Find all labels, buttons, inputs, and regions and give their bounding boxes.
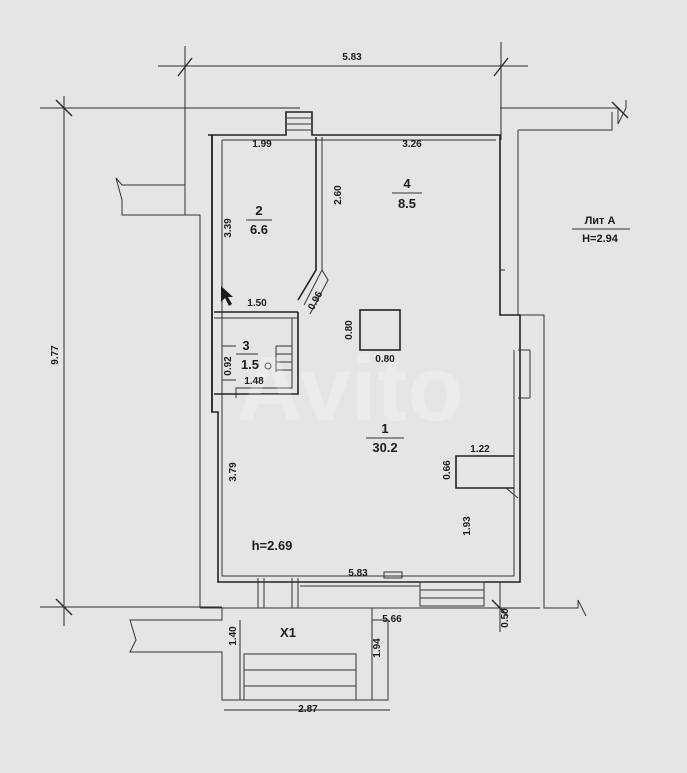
break-line bbox=[500, 100, 627, 125]
room2-area: 6.6 bbox=[250, 222, 268, 237]
dim-pillar-width: 0.80 bbox=[375, 354, 395, 365]
dim-porch-left: 1.40 bbox=[228, 626, 239, 646]
dim-room3-height: 0.92 bbox=[223, 356, 234, 376]
dim-top-left-wall: 1.99 bbox=[252, 139, 272, 150]
dim-overall-width: 5.83 bbox=[342, 52, 362, 63]
room3-number: 3 bbox=[242, 338, 249, 353]
watermark: Avito bbox=[237, 338, 464, 440]
dim-niche-width: 1.22 bbox=[470, 444, 490, 455]
section-mark: X1 bbox=[280, 625, 296, 640]
dim-room3-width: 1.48 bbox=[244, 376, 264, 387]
room3-wall bbox=[214, 312, 299, 395]
partition-diagonal bbox=[309, 269, 329, 315]
partition-2-4 bbox=[303, 137, 323, 306]
dim-niche-height: 0.66 bbox=[442, 460, 453, 480]
dim-diagonal: 0.96 bbox=[306, 289, 325, 312]
cursor-icon bbox=[221, 286, 233, 306]
inner-wall-line bbox=[221, 140, 515, 577]
niche bbox=[455, 455, 514, 489]
porch-steps bbox=[243, 653, 357, 701]
dim-porch-width: 2.87 bbox=[298, 704, 318, 715]
room4-number: 4 bbox=[403, 176, 411, 191]
dim-bottom-inner: 5.83 bbox=[348, 568, 368, 579]
dim-main-left: 3.79 bbox=[228, 462, 239, 482]
dim-corridor-wall: 2.60 bbox=[333, 185, 344, 205]
pillar bbox=[359, 309, 401, 351]
room4-area: 8.5 bbox=[398, 196, 416, 211]
dim-bottom-outer: 5.66 bbox=[382, 614, 402, 625]
entrance-steps bbox=[419, 581, 485, 607]
lit-label: Лит А bbox=[585, 215, 616, 227]
dim-pillar-height: 0.80 bbox=[344, 320, 355, 340]
niche-corner bbox=[505, 487, 519, 499]
dim-room2-height: 3.39 bbox=[223, 218, 234, 238]
room3-area: 1.5 bbox=[241, 357, 259, 372]
room2-number: 2 bbox=[255, 203, 262, 218]
floor-height: h=2.69 bbox=[252, 538, 293, 553]
porch-outline bbox=[129, 608, 389, 701]
partition-2-4 bbox=[297, 137, 317, 301]
dim-step-depth: 0.50 bbox=[500, 608, 511, 628]
room1-area: 30.2 bbox=[372, 440, 397, 455]
lit-height: H=2.94 bbox=[582, 233, 619, 245]
dim-overall-length: 9.77 bbox=[50, 345, 61, 365]
dim-tick bbox=[55, 598, 73, 616]
adjacent-wall-right bbox=[517, 130, 587, 617]
room3-wall bbox=[235, 318, 293, 398]
dim-top-right-wall: 3.26 bbox=[402, 139, 422, 150]
dim-room2-bottom: 1.50 bbox=[247, 298, 267, 309]
dim-porch-right: 1.94 bbox=[372, 638, 383, 658]
dim-tick bbox=[55, 99, 73, 117]
bottom-niche bbox=[383, 571, 403, 579]
dim-right-lower: 1.93 bbox=[462, 516, 473, 536]
adjacent-wall-left bbox=[115, 177, 201, 608]
fixture-icon bbox=[264, 362, 272, 370]
adjacent-wall-right bbox=[518, 112, 613, 131]
outer-wall bbox=[208, 111, 521, 583]
dim-tick bbox=[611, 101, 629, 119]
room1-number: 1 bbox=[381, 421, 388, 436]
